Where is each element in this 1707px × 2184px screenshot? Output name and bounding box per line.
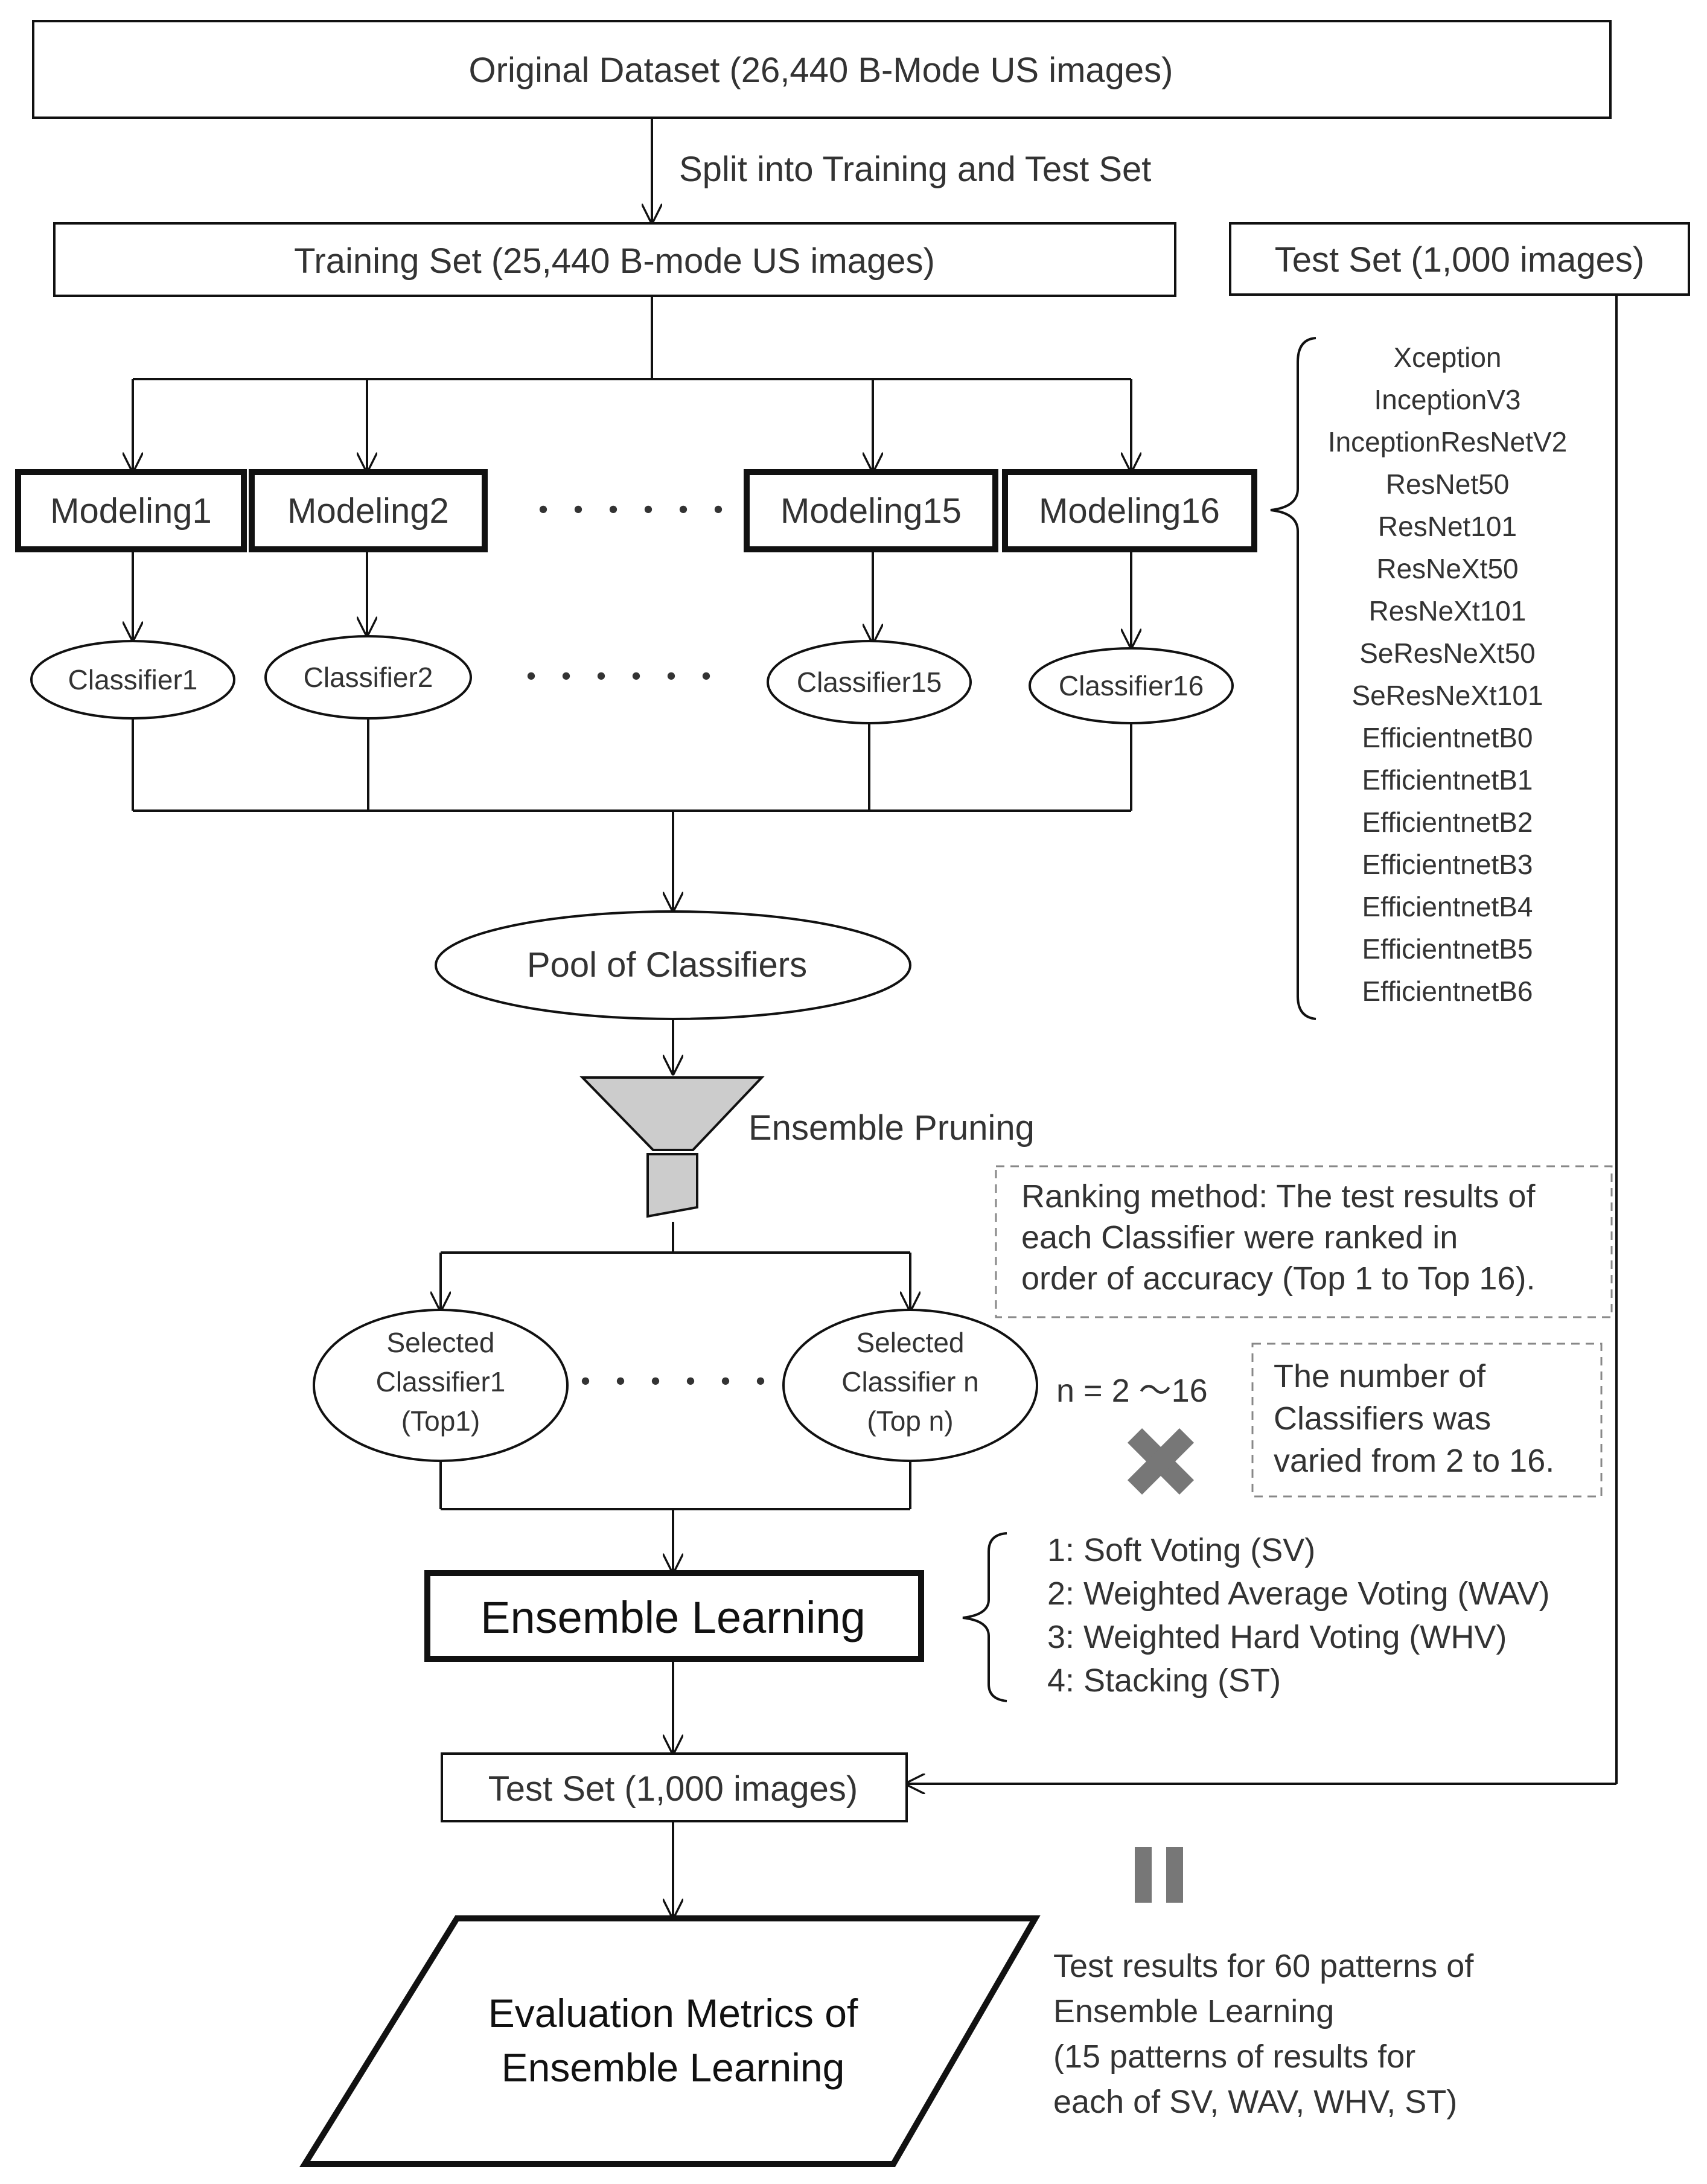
models-brace (1270, 337, 1316, 1020)
selected1-ellipse (313, 1309, 569, 1462)
test-set-bottom-box (441, 1752, 908, 1822)
shapes (15, 20, 1690, 2167)
classifier16-ellipse (1029, 647, 1234, 724)
results-note-line3: (15 patterns of results for (1053, 2039, 1415, 2075)
number-note-line2: Classifiers was (1274, 1400, 1491, 1437)
classifier1-label: Classifier1 (68, 664, 198, 695)
model-item: EfficientnetB1 (1362, 764, 1533, 796)
selected-ellipsis: ・・・・・・ (568, 1363, 778, 1402)
methods-brace (962, 1532, 1007, 1702)
model-item: EfficientnetB6 (1362, 975, 1533, 1007)
modeling16-box (1002, 469, 1257, 552)
model-item: SeResNeXt50 (1359, 637, 1536, 669)
ranking-note-line2: each Classifier were ranked in (1021, 1219, 1458, 1256)
connectors (133, 118, 1618, 1917)
modeling15-label: Modeling15 (780, 491, 962, 531)
number-note-line3: varied from 2 to 16. (1274, 1443, 1554, 1479)
ranking-note-line1: Ranking method: The test results of (1021, 1178, 1536, 1215)
original-dataset-label: Original Dataset (26,440 B-Mode US image… (469, 51, 1173, 90)
classifier16-label: Classifier16 (1059, 670, 1204, 701)
modeling2-label: Modeling2 (287, 491, 449, 531)
modeling-ellipsis: ・・・・・・ (526, 491, 736, 531)
multiply-icon (1127, 1428, 1195, 1495)
training-set-label: Training Set (25,440 B-mode US images) (294, 241, 935, 281)
pool-label: Pool of Classifiers (527, 945, 807, 985)
modeling16-label: Modeling16 (1039, 491, 1220, 531)
funnel-icon (579, 1076, 765, 1218)
number-note-line1: The number of (1274, 1358, 1486, 1394)
number-note-box (1251, 1343, 1603, 1498)
ranking-note-box (995, 1165, 1613, 1318)
model-item: EfficientnetB0 (1362, 722, 1533, 753)
modeling1-box (15, 469, 247, 552)
test-set-top-label: Test Set (1,000 images) (1275, 240, 1645, 279)
method-1: 1: Soft Voting (SV) (1047, 1532, 1315, 1568)
selectedn-line3: (Top n) (867, 1405, 953, 1437)
selectedn-ellipse (782, 1309, 1038, 1462)
labels: Original Dataset (26,440 B-Mode US image… (50, 51, 1644, 2120)
classifier2-ellipse (264, 635, 472, 720)
original-dataset-box (32, 20, 1612, 119)
model-item: InceptionV3 (1374, 384, 1521, 415)
split-label: Split into Training and Test Set (679, 150, 1151, 189)
model-item: SeResNeXt101 (1351, 680, 1543, 711)
model-item: InceptionResNetV2 (1328, 426, 1567, 458)
model-item: EfficientnetB2 (1362, 806, 1533, 838)
model-item: ResNet50 (1386, 468, 1510, 500)
classifier15-label: Classifier15 (797, 666, 942, 698)
model-item: ResNeXt101 (1369, 595, 1527, 627)
model-item: EfficientnetB4 (1362, 891, 1533, 922)
model-item: EfficientnetB5 (1362, 933, 1533, 965)
classifier-ellipsis: ・・・・・・ (514, 658, 724, 697)
results-note-line1: Test results for 60 patterns of (1053, 1948, 1474, 1984)
method-2: 2: Weighted Average Voting (WAV) (1047, 1576, 1549, 1612)
classifier15-ellipse (767, 640, 972, 724)
evaluation-line1: Evaluation Metrics of (488, 1991, 858, 2036)
ranking-note-line3: order of accuracy (Top 1 to Top 16). (1021, 1260, 1535, 1297)
modeling1-label: Modeling1 (50, 491, 212, 531)
ensemble-learning-box (424, 1570, 924, 1662)
n-range-label: n = 2 ～16 (1056, 1373, 1208, 1409)
model-item: Xception (1393, 342, 1501, 373)
selected1-line1: Selected (386, 1327, 494, 1358)
test-set-bottom-label: Test Set (1,000 images) (488, 1769, 858, 1809)
evaluation-line2: Ensemble Learning (502, 2045, 845, 2090)
model-item: ResNeXt50 (1376, 553, 1518, 584)
selected1-line3: (Top1) (401, 1405, 480, 1437)
model-item: EfficientnetB3 (1362, 849, 1533, 880)
model-list: Xception InceptionV3 InceptionResNetV2 R… (1328, 342, 1567, 1007)
classifier2-label: Classifier2 (304, 662, 433, 693)
selected1-line2: Classifier1 (376, 1366, 506, 1397)
pruning-label: Ensemble Pruning (748, 1108, 1035, 1148)
results-note-line2: Ensemble Learning (1053, 1993, 1334, 2029)
evaluation-parallelogram (299, 1915, 1041, 2167)
method-3: 3: Weighted Hard Voting (WHV) (1047, 1619, 1507, 1655)
modeling2-box (249, 469, 488, 552)
selectedn-line1: Selected (856, 1327, 964, 1358)
method-4: 4: Stacking (ST) (1047, 1662, 1281, 1699)
results-note-line4: each of SV, WAV, WHV, ST) (1053, 2084, 1457, 2120)
equals-icon (1135, 1847, 1183, 1903)
pool-ellipse (435, 910, 911, 1020)
training-set-box (53, 222, 1176, 297)
classifier1-ellipse (30, 640, 235, 720)
selectedn-line2: Classifier n (841, 1366, 979, 1397)
ensemble-learning-label: Ensemble Learning (480, 1592, 866, 1643)
modeling15-box (744, 469, 998, 552)
model-item: ResNet101 (1378, 511, 1517, 542)
test-set-top-box (1229, 222, 1690, 296)
